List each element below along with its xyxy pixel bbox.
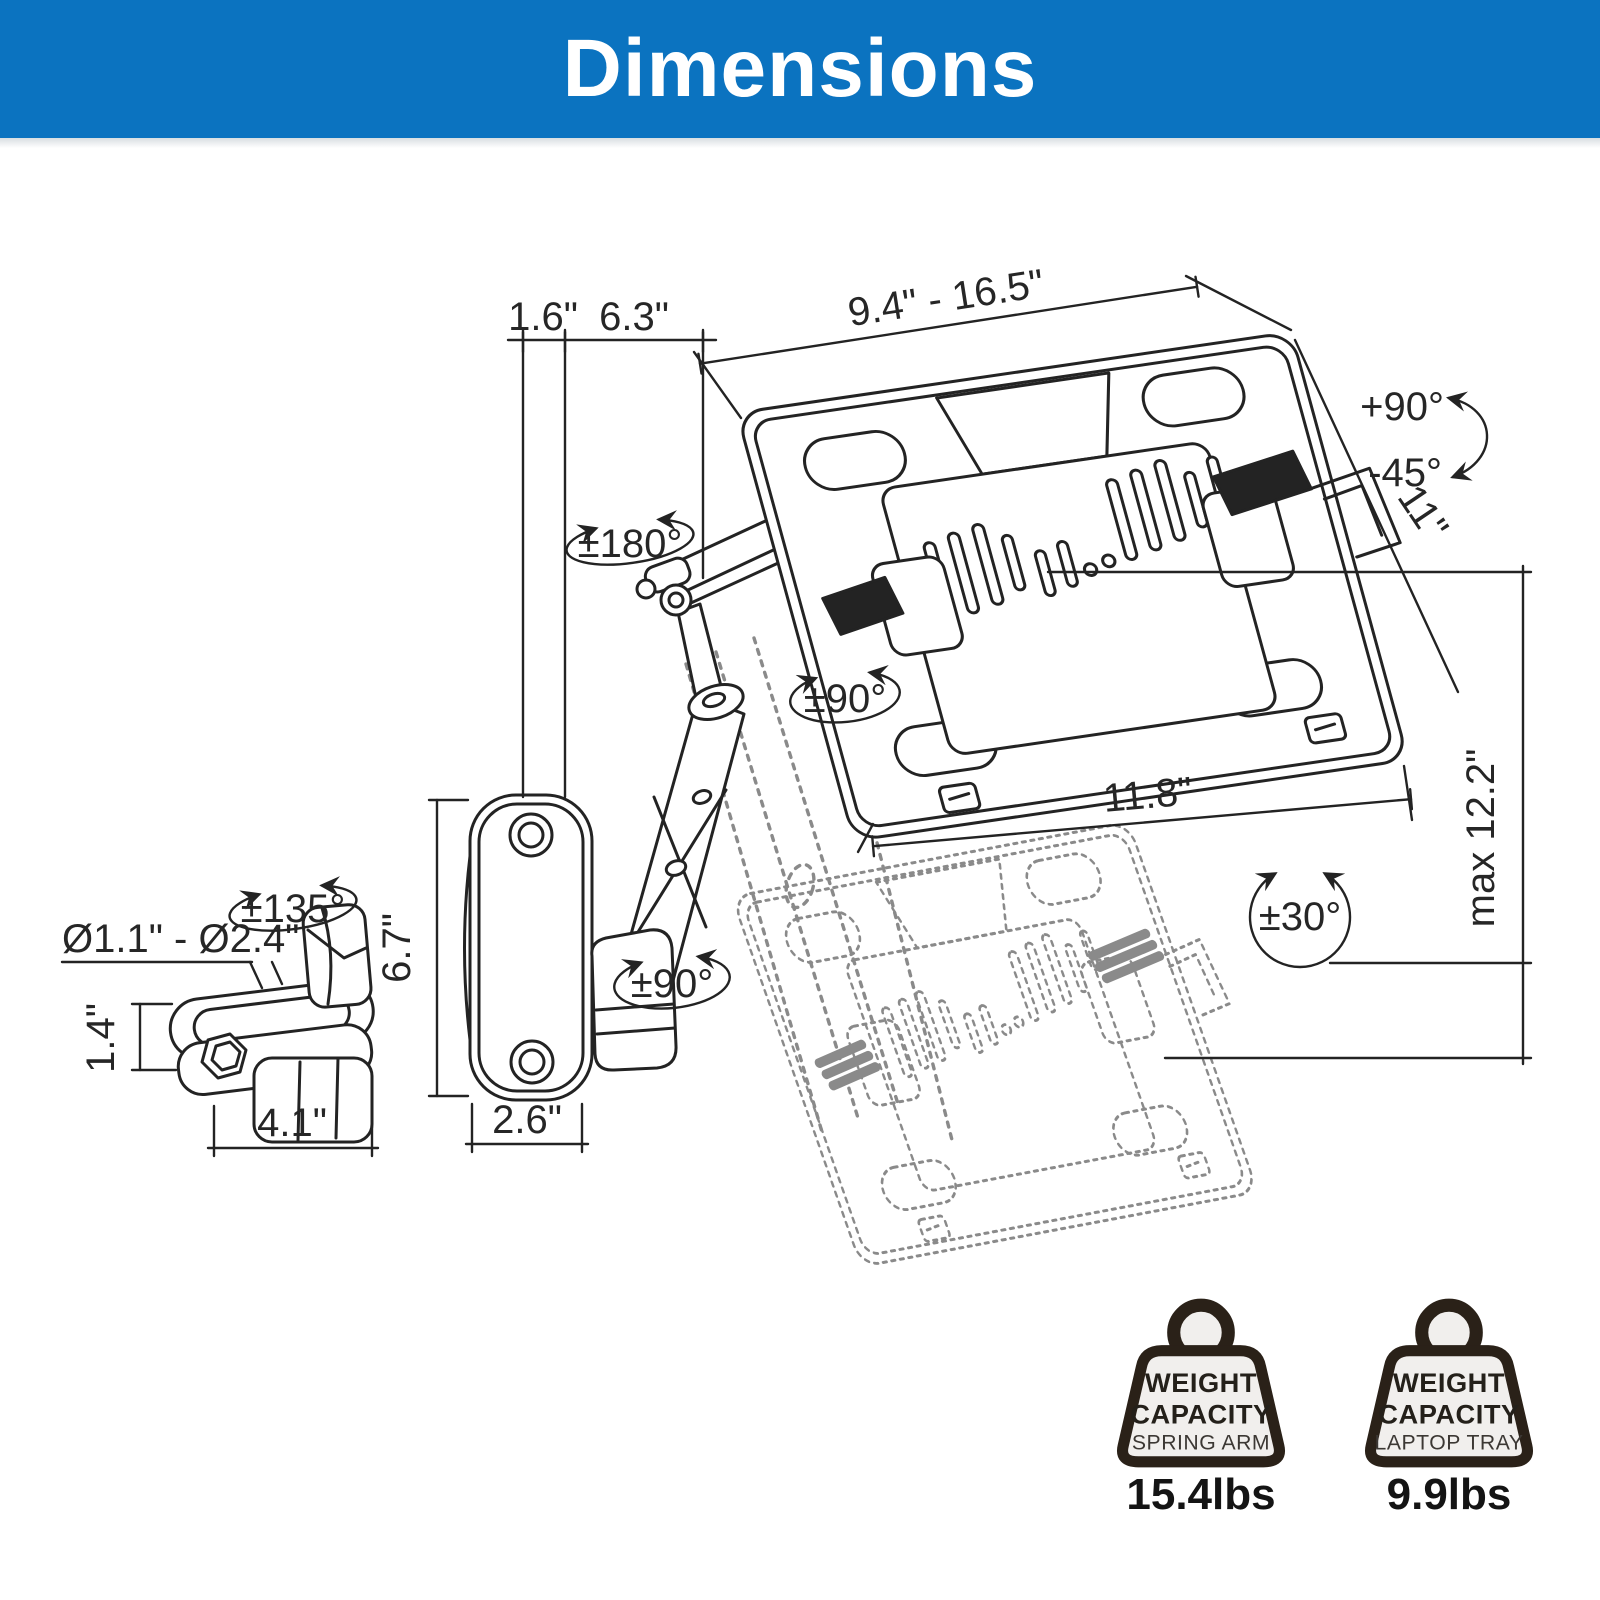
dim-tilt-down: -45°	[1368, 451, 1442, 495]
dim-link-swivel: ±180°	[578, 522, 683, 566]
dim-arm-swivel: ±90°	[631, 962, 713, 1006]
pole-clamp-drawing	[168, 903, 375, 1144]
dim-clamp-width: 4.1"	[257, 1101, 327, 1145]
badge-subtitle: LAPTOP TRAY	[1375, 1432, 1524, 1455]
weight-icon: WEIGHT CAPACITY LAPTOP TRAY	[1365, 1298, 1533, 1468]
dim-tray-width-range: 9.4" - 16.5"	[845, 261, 1047, 335]
dim-clamp-swivel: ±135°	[241, 887, 346, 931]
rotation-arrows	[228, 391, 1489, 1010]
badge-title-line2: CAPACITY	[1378, 1398, 1519, 1429]
header-banner: Dimensions	[0, 0, 1600, 148]
badge-title-line2: CAPACITY	[1130, 1398, 1271, 1429]
dim-clamp-height: 1.4"	[79, 1003, 123, 1073]
dim-wall-offset: 1.6"	[508, 295, 578, 339]
badge-title-line1: WEIGHT	[1393, 1367, 1505, 1398]
badge-value-laptop-tray: 9.9lbs	[1386, 1470, 1512, 1519]
badge-subtitle: SPRING ARM	[1132, 1432, 1270, 1455]
laptop-tray-drawing	[735, 323, 1460, 843]
weight-icon: WEIGHT CAPACITY SPRING ARM	[1117, 1298, 1285, 1468]
dim-tilt-up: +90°	[1360, 385, 1444, 429]
dim-pole-diameter: Ø1.1" - Ø2.4"	[62, 917, 299, 961]
weight-badge-laptop-tray: WEIGHT CAPACITY LAPTOP TRAY 9.9lbs	[1348, 1296, 1550, 1520]
dim-plate-width: 2.6"	[492, 1098, 562, 1142]
dim-arm-reach: 6.3"	[599, 295, 669, 339]
page-title: Dimensions	[562, 23, 1038, 114]
weight-capacity-badges: WEIGHT CAPACITY SPRING ARM 15.4lbs WEIGH…	[1100, 1296, 1550, 1520]
badge-value-spring-arm: 15.4lbs	[1126, 1470, 1276, 1519]
dim-max-height: max 12.2"	[1459, 749, 1503, 928]
dim-tray-rotation: ±30°	[1259, 895, 1341, 939]
dimension-lines	[60, 274, 1533, 1158]
dimension-labels: 1.6" 6.3" 9.4" - 16.5" +90° -45° 11" ±18…	[62, 261, 1503, 1145]
badge-title-line1: WEIGHT	[1145, 1367, 1257, 1398]
dim-plate-height: 6.7"	[375, 913, 419, 983]
dim-tray-swivel: ±90°	[804, 677, 886, 721]
ghost-tray-drawing	[684, 636, 1295, 1269]
weight-badge-spring-arm: WEIGHT CAPACITY SPRING ARM 15.4lbs	[1100, 1296, 1302, 1520]
dim-tray-bottom-width: 11.8"	[1101, 769, 1194, 821]
